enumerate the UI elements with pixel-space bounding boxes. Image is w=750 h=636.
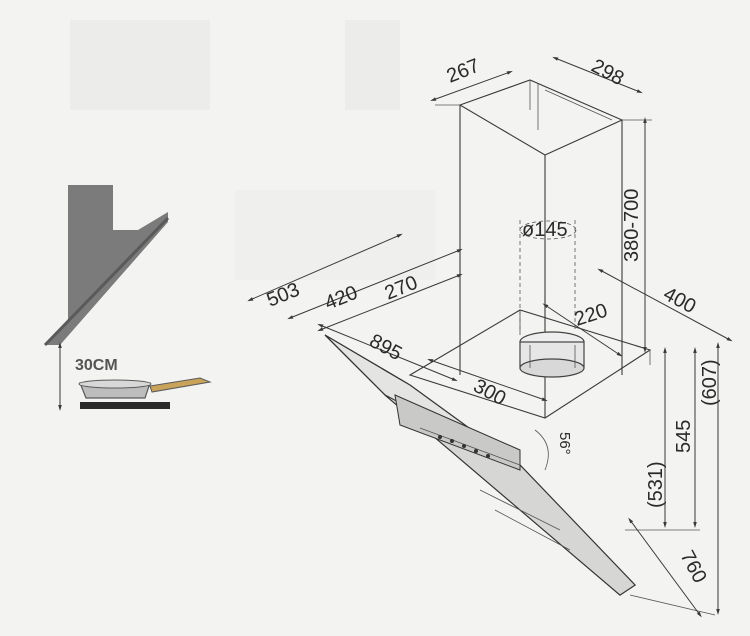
hob-icon: [80, 402, 170, 409]
duct-collar: [519, 331, 585, 378]
dim-glass-length: 760: [676, 547, 711, 587]
chimney-top: [458, 79, 624, 156]
frying-pan-icon: [78, 377, 212, 399]
hood-profile-icon: [45, 185, 168, 345]
glass-canopy: [324, 334, 637, 596]
dim-chimney-height: 380-700: [621, 189, 643, 262]
dim-duct-offset: 220: [572, 300, 611, 331]
background-block: [70, 20, 210, 110]
control-buttons: [438, 435, 490, 458]
hood-drawing: [247, 56, 733, 618]
dim-width-mid: 420: [322, 282, 361, 315]
dim-duct-diameter: ø145: [522, 219, 568, 241]
background-block: [235, 190, 435, 280]
dim-height-total: (607): [699, 359, 721, 406]
dim-angle: 56°: [556, 432, 573, 455]
dim-height-front: 545: [673, 420, 695, 453]
dim-width-outer: 503: [264, 279, 303, 312]
angle-arc: [534, 429, 549, 471]
clearance-illustration: 30CM: [43, 185, 212, 411]
dim-chimney-depth: 267: [444, 55, 483, 88]
dim-depth: 400: [660, 283, 700, 318]
dim-width-body: 895: [366, 330, 406, 365]
clearance-label: 30CM: [75, 357, 118, 374]
dim-height-low: (531): [645, 461, 667, 508]
background-block: [345, 20, 400, 110]
